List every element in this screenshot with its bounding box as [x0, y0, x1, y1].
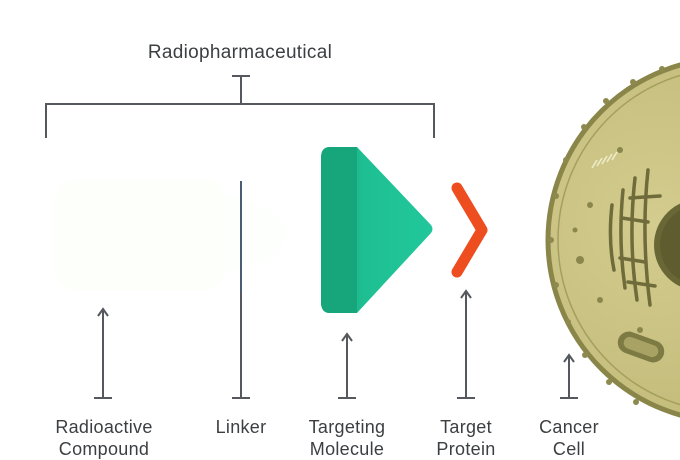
cancer-cell-label-line1: Cancer [539, 417, 599, 437]
targeting-molecule-label-line1: Targeting [308, 417, 386, 437]
cell-membrane-bumps [548, 66, 665, 405]
radioactive-compound-label-line2: Compound [58, 439, 150, 459]
radioactive-compound [45, 172, 335, 296]
radiopharmaceutical-bracket [45, 75, 435, 138]
target-protein-label: Target Protein [421, 416, 511, 460]
ribosome-stripes [591, 151, 618, 169]
pointer-arrows [94, 289, 578, 399]
cancer-cell [545, 62, 680, 418]
radioactive-compound-label: Radioactive Compound [35, 416, 173, 460]
targeting-molecule-label-line2: Molecule [309, 439, 385, 459]
radioactive-compound-label-line1: Radioactive [55, 417, 153, 437]
radiopharmaceutical-title: Radiopharmaceutical [147, 42, 333, 63]
target-protein-label-line1: Target [440, 417, 492, 437]
mitochondrion [617, 331, 665, 363]
linker-label-line1: Linker [215, 417, 267, 437]
cell-vesicles [572, 147, 643, 333]
cancer-cell-label-line2: Cell [552, 439, 586, 459]
endoplasmic-reticulum [608, 168, 662, 307]
cancer-cell-label: Cancer Cell [526, 416, 612, 460]
linker-label: Linker [196, 416, 286, 438]
targeting-molecule-label: Targeting Molecule [292, 416, 402, 460]
target-protein-shape [451, 182, 556, 278]
target-protein-label-line2: Protein [436, 439, 496, 459]
targeting-molecule-shape [321, 147, 433, 313]
